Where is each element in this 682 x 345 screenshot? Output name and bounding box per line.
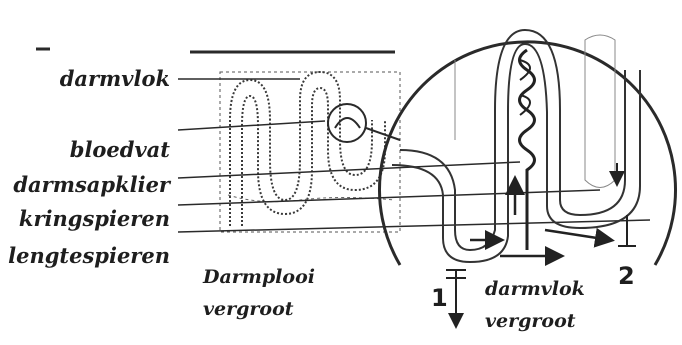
marker-2: 2 [618,262,635,290]
pointer-bloedvat [178,121,325,130]
darmplooi-cross-section [220,72,400,232]
caption-darmvlok-line2: vergroot [485,310,576,332]
marker-1: 1 [431,284,448,312]
pointer-lengtespieren [178,220,650,232]
caption-darmvlok-line1: darmvlok [485,278,585,300]
caption-darmplooi-line1: Darmplooi [203,266,315,288]
magnify-circle [328,104,366,142]
label-kringspieren: kringspieren [0,206,170,231]
caption-darmplooi-line2: vergroot [203,298,294,320]
label-bloedvat: bloedvat [0,137,170,162]
label-darmsapklier: darmsapklier [0,172,170,197]
label-lengtespieren: lengtespieren [0,243,170,268]
label-darmvlok: darmvlok [0,66,170,91]
